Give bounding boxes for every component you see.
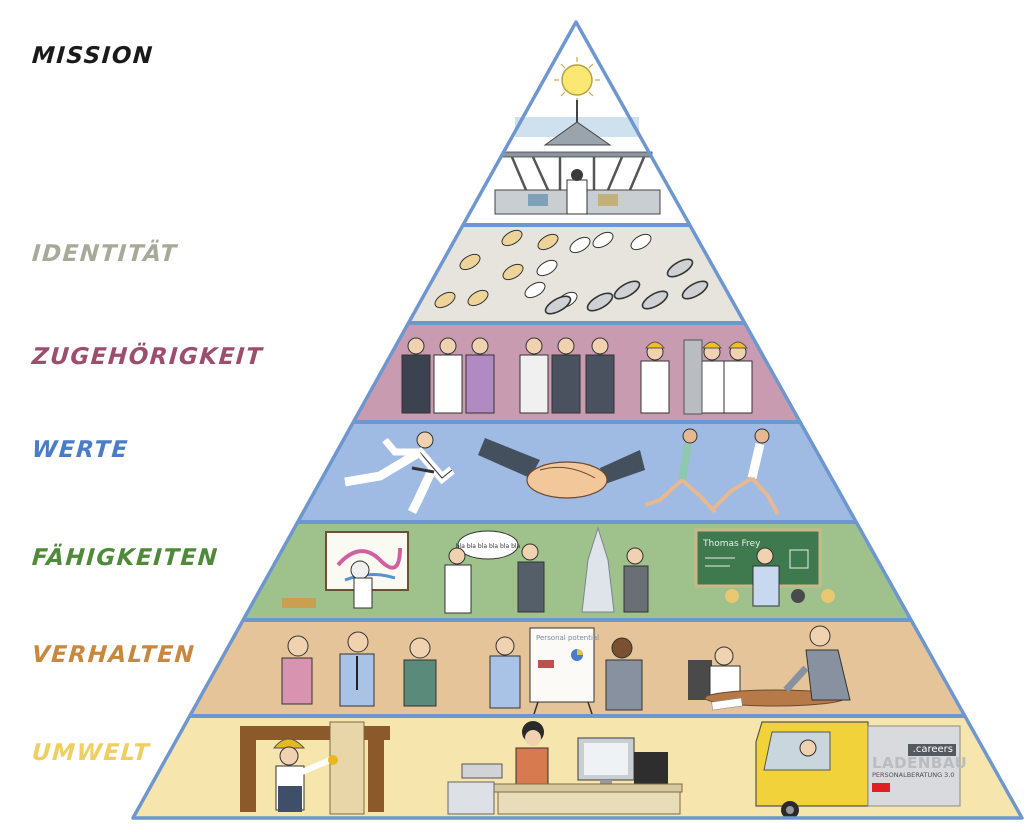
- sun-icon: [554, 57, 600, 103]
- shoe-footprint-icon: [569, 236, 591, 254]
- team-member-icon: [697, 341, 727, 414]
- construction-worker-icon: [240, 721, 390, 815]
- shoe-footprint-icon: [536, 259, 558, 277]
- shoe-footprint-icon: [524, 281, 546, 299]
- bare-footprint-icon: [501, 229, 523, 247]
- level-label-zugehoerigkeit: ZUGEHÖRIGKEIT: [31, 344, 265, 370]
- applauding-colleagues-icon: [281, 631, 437, 707]
- mission-scene: [494, 57, 661, 215]
- chalkboard-icon: Thomas Frey: [694, 528, 835, 607]
- team-member-icon: [465, 337, 495, 414]
- bare-footprint-icon: [502, 263, 524, 281]
- painter-easel-icon: [282, 531, 409, 609]
- shoe-footprint-icon: [592, 231, 614, 249]
- level-label-umwelt: UMWELT: [31, 740, 152, 766]
- team-member-icon: [640, 341, 670, 414]
- bare-footprint-icon: [459, 253, 481, 271]
- belonging-scene: [401, 337, 753, 415]
- flipchart-title: Personal potential: [536, 634, 599, 642]
- brand-tagline: PERSONALBERATUNG 3.0: [872, 771, 955, 779]
- delivery-truck-icon: [755, 721, 961, 819]
- boot-footprint-icon: [681, 280, 709, 300]
- bare-footprint-icon: [467, 289, 489, 307]
- values-scene: [344, 428, 780, 515]
- environment-scene: [240, 721, 961, 819]
- brand-domain: .careers: [908, 744, 956, 756]
- behavior-scene: Personal potential: [281, 625, 851, 715]
- office-desk-computer-icon: [447, 721, 683, 815]
- level-label-verhalten: VERHALTEN: [31, 642, 197, 668]
- team-member-icon: [585, 337, 615, 414]
- brand-name: LADENBAU: [872, 754, 968, 772]
- ship-bridge-icon: [494, 100, 661, 215]
- shoe-footprint-icon: [630, 233, 652, 251]
- brand-accent-block: [872, 783, 890, 792]
- handshake-icon: [478, 438, 645, 499]
- speech-bubble-text: bla bla bla bla bla bla: [456, 543, 521, 550]
- skills-scene: bla bla bla bla bla bla Thomas Frey: [282, 526, 835, 614]
- boot-footprint-icon: [613, 280, 641, 300]
- team-member-icon: [401, 337, 431, 414]
- level-label-werte: WERTE: [31, 437, 130, 463]
- conversation-icon: bla bla bla bla bla bla: [444, 530, 545, 614]
- runners-icon: [644, 428, 780, 515]
- brand-logo: .careers LADENBAU PERSONALBERATUNG 3.0: [872, 744, 968, 792]
- bare-footprint-icon: [537, 233, 559, 251]
- angry-boss-icon: [688, 625, 851, 711]
- boot-footprint-icon: [544, 295, 572, 315]
- boot-footprint-icon: [666, 258, 694, 278]
- steel-beam-icon: [683, 339, 703, 415]
- level-label-mission: MISSION: [31, 43, 155, 69]
- flipchart-presentation-icon: Personal potential: [489, 627, 643, 715]
- level-label-faehigkeiten: FÄHIGKEITEN: [31, 545, 220, 571]
- team-member-icon: [723, 341, 753, 414]
- boot-footprint-icon: [586, 292, 614, 312]
- team-member-icon: [551, 337, 581, 414]
- identity-scene: [434, 229, 709, 315]
- boot-footprint-icon: [641, 290, 669, 310]
- skyscraper-model-icon: [581, 526, 649, 613]
- bare-footprint-icon: [434, 291, 456, 309]
- team-member-icon: [519, 337, 549, 414]
- level-label-identitaet: IDENTITÄT: [31, 241, 179, 267]
- karate-fighter-icon: [344, 431, 455, 515]
- chalkboard-title: Thomas Frey: [702, 539, 761, 549]
- team-member-icon: [433, 337, 463, 414]
